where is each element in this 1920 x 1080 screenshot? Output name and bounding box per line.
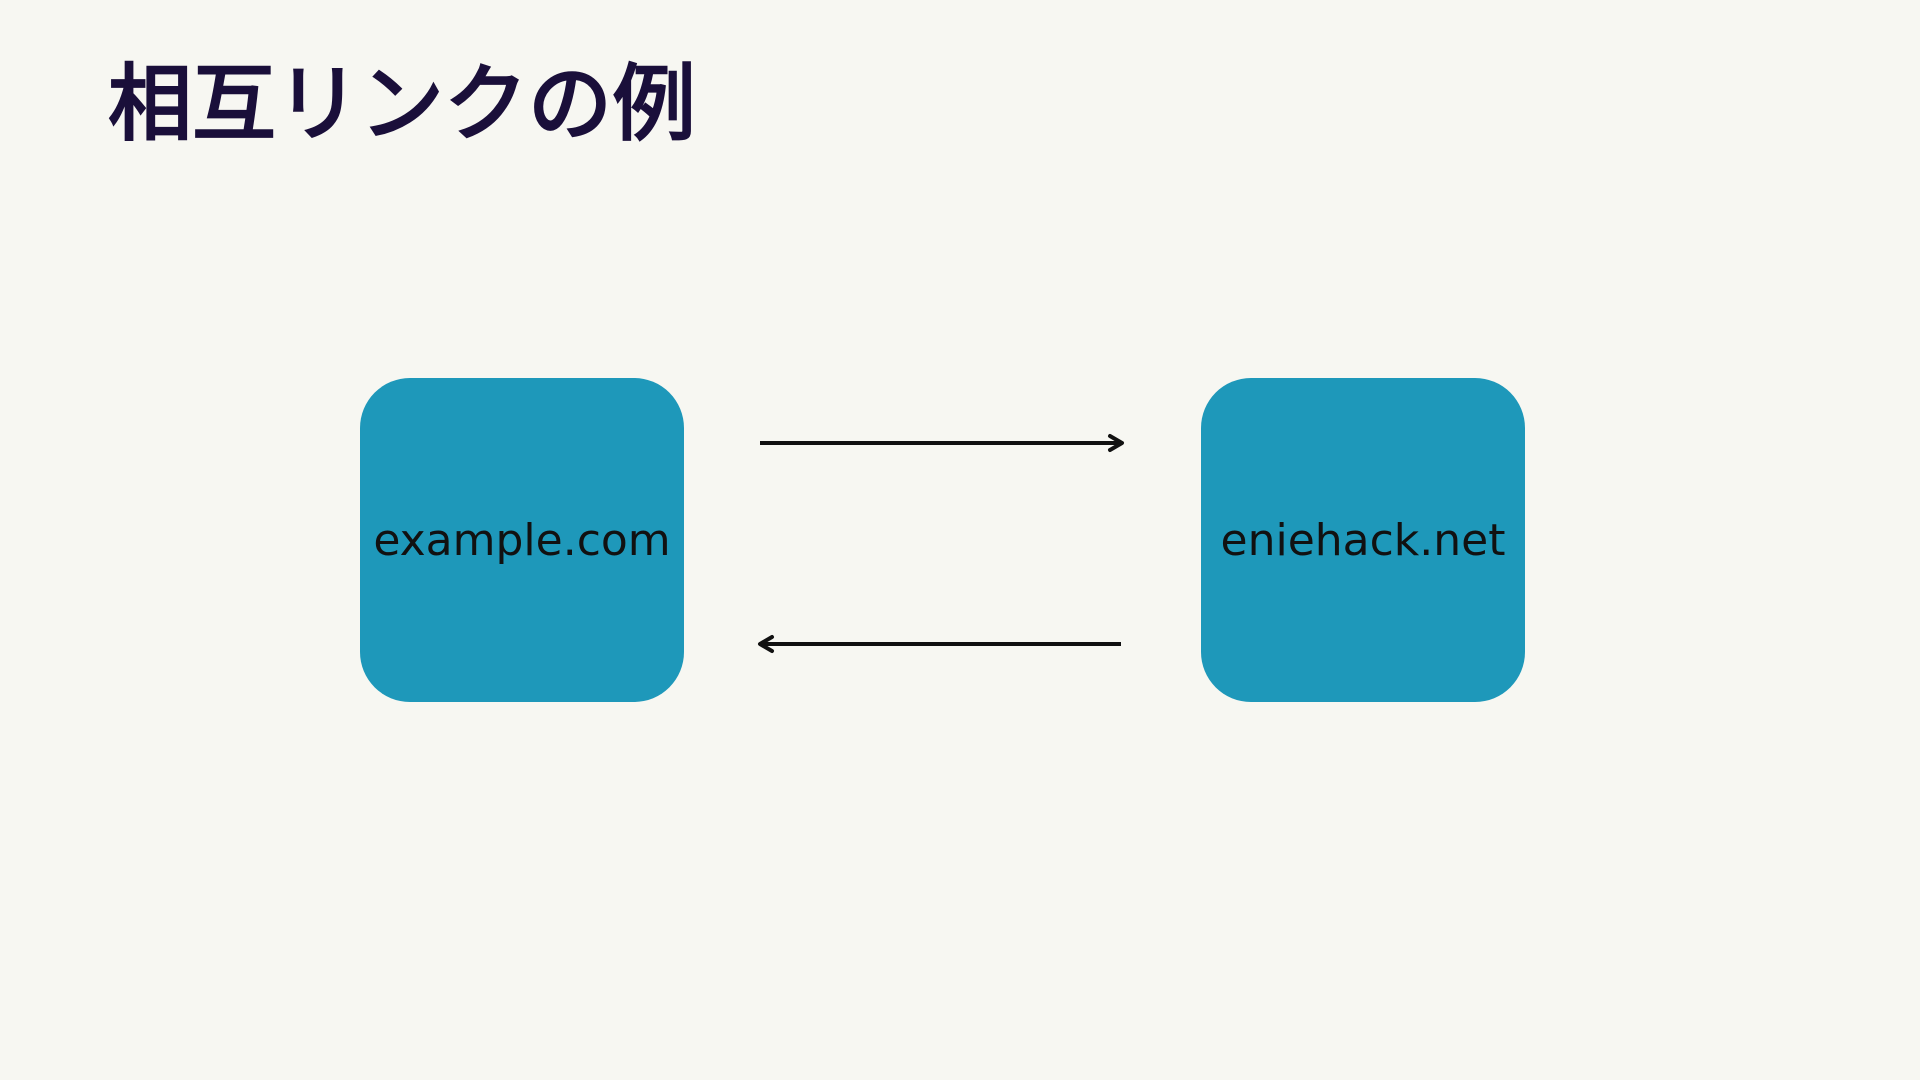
slide-title: 相互リンクの例 [108,55,697,153]
node-label: eniehack.net [1220,514,1506,566]
node-eniehack-net: eniehack.net [1201,378,1525,702]
arrow-left [758,635,1121,653]
arrow-right [760,434,1124,452]
node-example-com: example.com [360,378,684,702]
node-label: example.com [373,514,671,566]
